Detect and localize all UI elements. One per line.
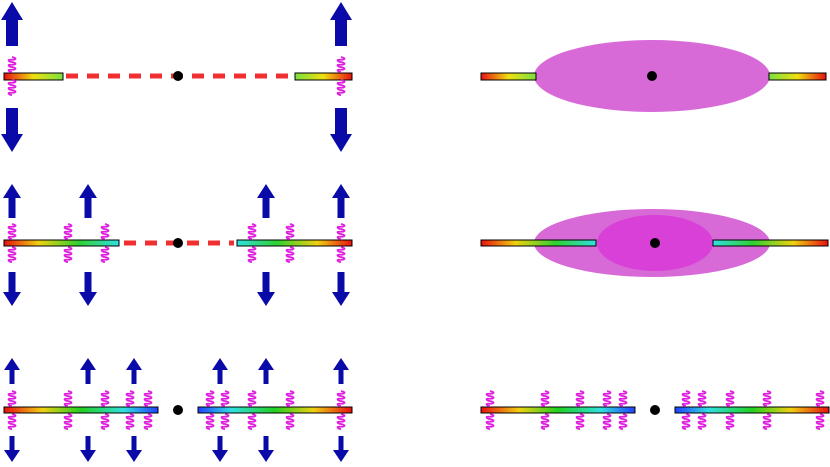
rod-left (480, 72, 537, 81)
panel-right-middle (480, 238, 829, 248)
panel-left-top (3, 71, 353, 81)
arrow-down-icon (79, 272, 97, 306)
center-dot (650, 238, 660, 248)
arrow-up-icon (257, 184, 275, 218)
center-dot (173, 71, 183, 81)
wavy-photon-icon (815, 390, 825, 430)
wavy-photon-icon (7, 56, 17, 96)
panel-left-bottom (3, 405, 353, 415)
wavy-photon-icon (247, 390, 257, 430)
wavy-photon-icon (762, 390, 772, 430)
arrow-up-icon (3, 184, 21, 218)
wavy-photon-icon (336, 223, 346, 263)
arrow-down-icon (4, 436, 20, 462)
wavy-photon-icon (602, 390, 612, 430)
arrow-down-icon (258, 436, 274, 462)
wavy-photon-icon (100, 223, 110, 263)
wavy-photon-icon (7, 223, 17, 263)
wavy-photon-icon (725, 390, 735, 430)
arrow-down-icon (257, 272, 275, 306)
arrow-up-icon (333, 358, 349, 384)
rod-right (236, 239, 353, 247)
wavy-photon-icon (63, 390, 73, 430)
photon-layer (7, 56, 825, 430)
wavy-photon-icon (336, 56, 346, 96)
wavy-photon-icon (63, 223, 73, 263)
wavy-photon-icon (540, 390, 550, 430)
panel-left-middle (3, 238, 353, 248)
arrow-up-icon (126, 358, 142, 384)
wavy-photon-icon (681, 390, 691, 430)
arrow-up-icon (80, 358, 96, 384)
wavy-photon-icon (575, 390, 585, 430)
wavy-photon-icon (285, 390, 295, 430)
arrow-layer (1, 2, 352, 462)
arrow-up-icon (258, 358, 274, 384)
arrow-down-icon (1, 108, 23, 152)
wavy-photon-icon (618, 390, 628, 430)
wavy-photon-icon (697, 390, 707, 430)
arrow-up-icon (330, 2, 352, 46)
center-dot (173, 405, 183, 415)
arrow-down-icon (332, 272, 350, 306)
wavy-photon-icon (285, 223, 295, 263)
center-dot (650, 405, 660, 415)
arrow-down-icon (126, 436, 142, 462)
rod-right (197, 406, 353, 414)
arrow-up-icon (1, 2, 23, 46)
arrow-down-icon (330, 108, 352, 152)
rod-right (712, 239, 829, 247)
arrow-up-icon (4, 358, 20, 384)
wavy-photon-icon (205, 390, 215, 430)
rod-left (3, 406, 159, 414)
arrow-up-icon (332, 184, 350, 218)
arrow-up-icon (212, 358, 228, 384)
center-dot (173, 238, 183, 248)
wavy-photon-icon (485, 390, 495, 430)
panel-right-bottom (480, 405, 830, 415)
arrow-down-icon (80, 436, 96, 462)
arrow-down-icon (3, 272, 21, 306)
rod-right (674, 406, 830, 414)
rod-left (3, 72, 64, 81)
wavy-photon-icon (125, 390, 135, 430)
wavy-photon-icon (7, 390, 17, 430)
arrow-down-icon (333, 436, 349, 462)
center-dot (647, 71, 657, 81)
wavy-photon-icon (143, 390, 153, 430)
wavy-photon-icon (247, 223, 257, 263)
rod-left (480, 239, 597, 247)
wavy-photon-icon (336, 390, 346, 430)
rod-right (294, 72, 353, 81)
rod-right (768, 72, 827, 81)
panel-right-top (480, 71, 827, 81)
wavy-photon-icon (100, 390, 110, 430)
arrow-down-icon (212, 436, 228, 462)
rod-left (480, 406, 636, 414)
arrow-up-icon (79, 184, 97, 218)
wavy-photon-icon (220, 390, 230, 430)
rod-left (3, 239, 120, 247)
